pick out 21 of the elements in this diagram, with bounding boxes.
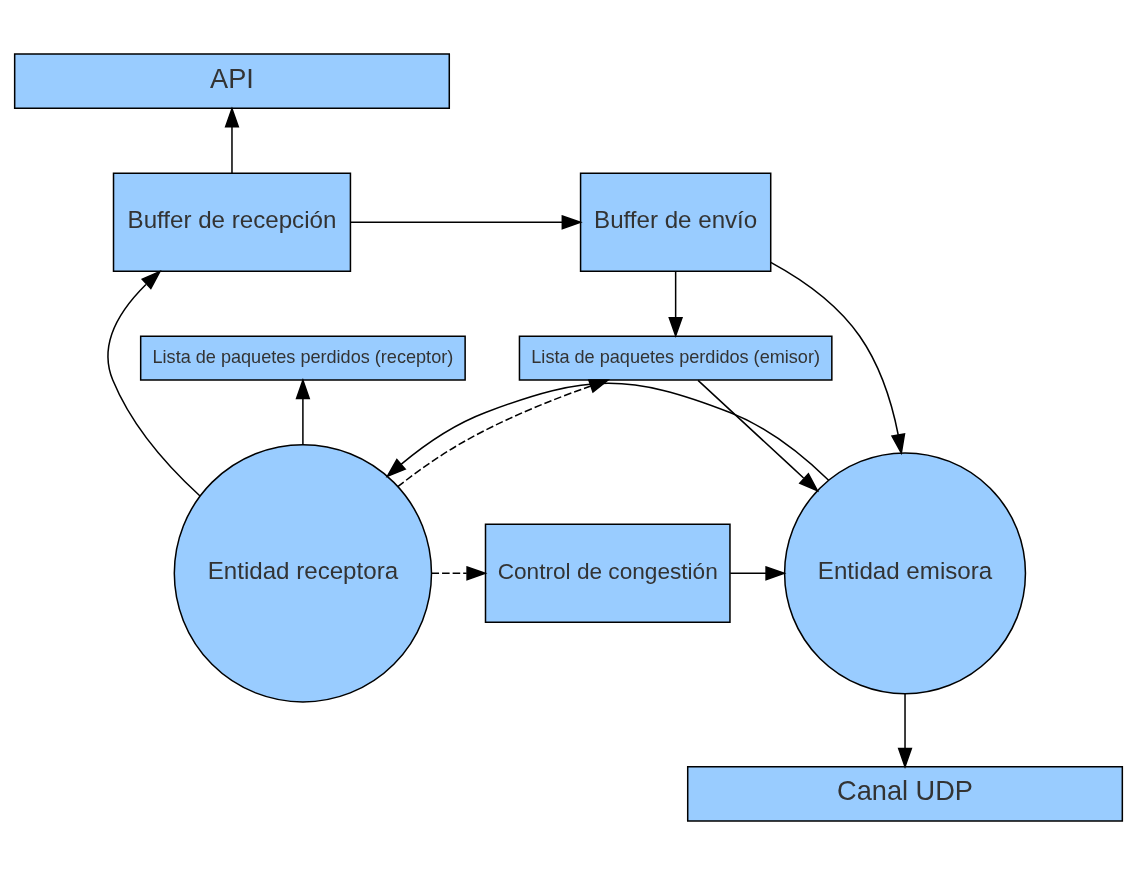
arrow xyxy=(224,106,240,174)
arrow xyxy=(697,379,820,493)
node-box: API xyxy=(13,53,451,110)
node-box: Lista de paquetes perdidos (emisor) xyxy=(518,335,833,381)
arrow xyxy=(897,692,913,769)
node-box: Lista de paquetes perdidos (receptor) xyxy=(139,335,466,381)
arrow xyxy=(107,270,201,497)
arrow xyxy=(295,378,311,446)
node-circle: Entidad emisora xyxy=(783,452,1027,695)
arrow xyxy=(385,382,830,481)
node-box: Buffer de recepción xyxy=(112,172,352,273)
node-box: Canal UDP xyxy=(686,765,1124,822)
node-box: Buffer de envío xyxy=(579,172,772,273)
arrow xyxy=(729,565,787,581)
node-box: Control de congestión xyxy=(484,523,731,624)
arrow xyxy=(430,565,488,581)
arrow xyxy=(770,261,906,456)
arrow xyxy=(349,214,583,230)
arrow xyxy=(397,379,611,488)
node-circle: Entidad receptora xyxy=(173,444,433,703)
arrow xyxy=(668,271,684,339)
